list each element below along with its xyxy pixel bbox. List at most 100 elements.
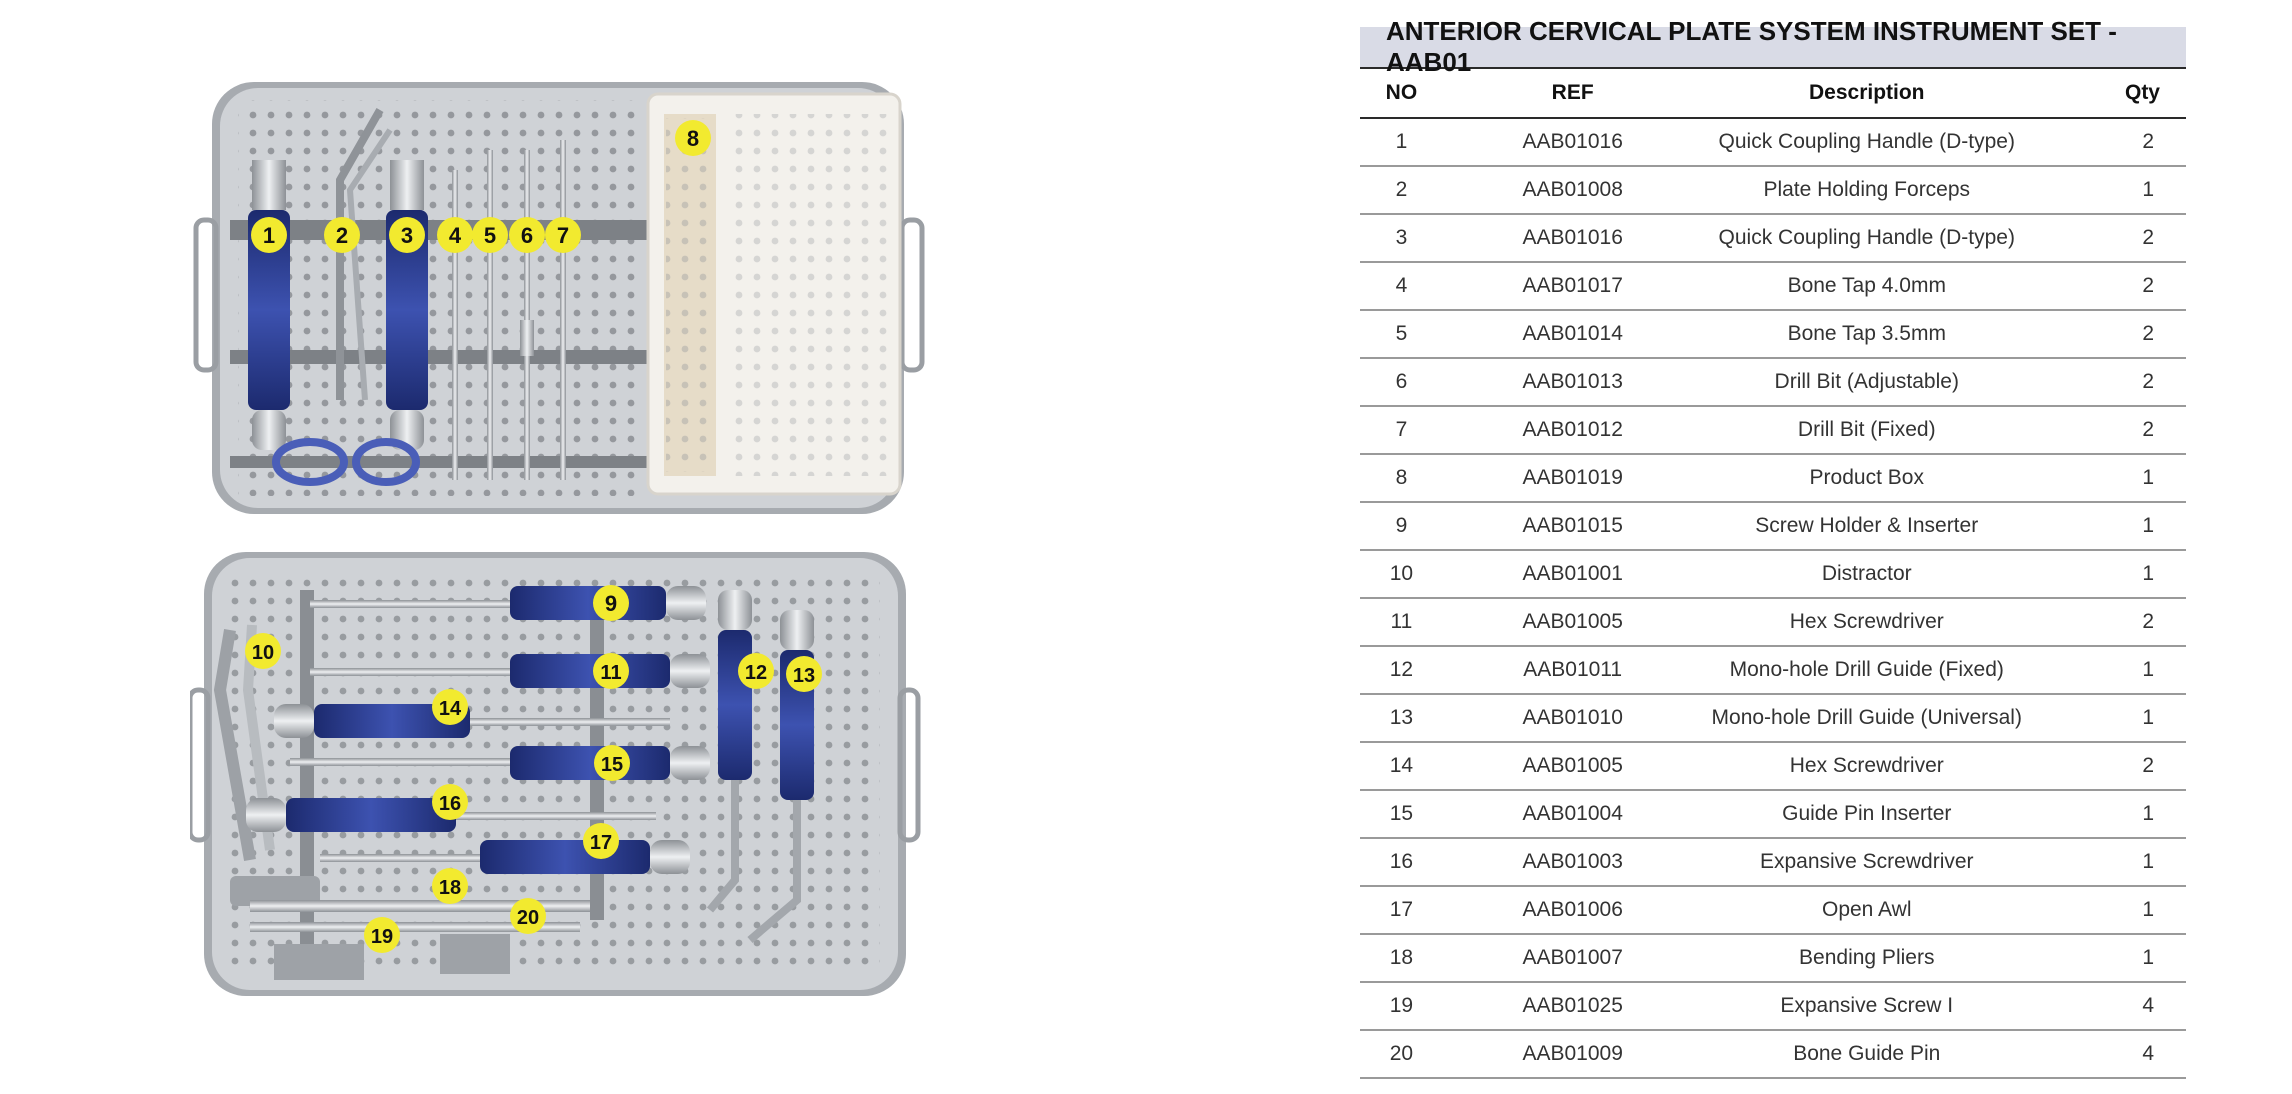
header-description: Description xyxy=(1702,69,2031,119)
cell-qty: 4 xyxy=(2030,982,2186,1031)
svg-text:13: 13 xyxy=(793,665,815,687)
cell-no: 4 xyxy=(1360,262,1443,311)
cell-qty: 1 xyxy=(2030,454,2186,503)
cell-qty: 1 xyxy=(2030,646,2186,695)
cell-ref: AAB01016 xyxy=(1442,118,1703,167)
cell-qty: 4 xyxy=(2030,1030,2186,1079)
cell-ref: AAB01017 xyxy=(1442,262,1703,311)
badge-16: 16 xyxy=(432,784,468,820)
cell-no: 3 xyxy=(1360,214,1443,263)
header-no: NO xyxy=(1360,69,1443,119)
cell-description: Mono-hole Drill Guide (Fixed) xyxy=(1702,646,2031,695)
cell-ref: AAB01005 xyxy=(1442,742,1703,791)
badge-15: 15 xyxy=(594,745,630,781)
svg-text:9: 9 xyxy=(605,591,617,616)
svg-text:3: 3 xyxy=(401,223,413,248)
instrument-set-photo: 1 2 3 4 5 6 7 8 xyxy=(190,82,925,996)
cell-description: Open Awl xyxy=(1702,886,2031,935)
svg-text:1: 1 xyxy=(263,223,275,248)
badge-11: 11 xyxy=(593,653,629,689)
svg-text:2: 2 xyxy=(336,223,348,248)
table-header-row: NO REF Description Qty xyxy=(1360,69,2186,119)
cell-ref: AAB01019 xyxy=(1442,454,1703,503)
badge-8: 8 xyxy=(675,120,711,156)
cell-ref: AAB01011 xyxy=(1442,646,1703,695)
cell-qty: 2 xyxy=(2030,358,2186,407)
cell-ref: AAB01007 xyxy=(1442,934,1703,983)
cell-ref: AAB01014 xyxy=(1442,310,1703,359)
cell-description: Bending Pliers xyxy=(1702,934,2031,983)
lower-tray: 9 10 11 12 13 14 15 16 17 18 19 20 xyxy=(190,552,921,996)
cell-qty: 1 xyxy=(2030,790,2186,839)
cell-description: Quick Coupling Handle (D-type) xyxy=(1702,118,2031,167)
svg-text:14: 14 xyxy=(439,698,462,720)
cell-ref: AAB01025 xyxy=(1442,982,1703,1031)
cell-qty: 2 xyxy=(2030,598,2186,647)
cell-qty: 2 xyxy=(2030,262,2186,311)
svg-text:11: 11 xyxy=(600,662,621,684)
badge-6: 6 xyxy=(509,217,545,253)
badge-9: 9 xyxy=(593,585,629,621)
cell-no: 13 xyxy=(1360,694,1443,743)
cell-no: 8 xyxy=(1360,454,1443,503)
cell-qty: 2 xyxy=(2030,310,2186,359)
svg-text:16: 16 xyxy=(439,793,461,815)
cell-description: Hex Screwdriver xyxy=(1702,598,2031,647)
cell-description: Plate Holding Forceps xyxy=(1702,166,2031,215)
header-ref: REF xyxy=(1442,69,1703,119)
cell-no: 15 xyxy=(1360,790,1443,839)
cell-description: Drill Bit (Adjustable) xyxy=(1702,358,2031,407)
badge-7: 7 xyxy=(545,217,581,253)
svg-text:5: 5 xyxy=(484,223,496,248)
cell-ref: AAB01012 xyxy=(1442,406,1703,455)
cell-qty: 1 xyxy=(2030,694,2186,743)
cell-ref: AAB01004 xyxy=(1442,790,1703,839)
cell-no: 17 xyxy=(1360,886,1443,935)
badge-3: 3 xyxy=(389,217,425,253)
cell-qty: 1 xyxy=(2030,502,2186,551)
cell-no: 18 xyxy=(1360,934,1443,983)
cell-qty: 1 xyxy=(2030,166,2186,215)
svg-text:18: 18 xyxy=(439,877,461,899)
badge-1: 1 xyxy=(251,217,287,253)
cell-ref: AAB01015 xyxy=(1442,502,1703,551)
cell-description: Mono-hole Drill Guide (Universal) xyxy=(1702,694,2031,743)
svg-text:15: 15 xyxy=(601,754,623,776)
table-title: ANTERIOR CERVICAL PLATE SYSTEM INSTRUMEN… xyxy=(1360,16,2186,77)
cell-description: Bone Guide Pin xyxy=(1702,1030,2031,1079)
cell-description: Quick Coupling Handle (D-type) xyxy=(1702,214,2031,263)
badge-17: 17 xyxy=(583,823,619,859)
cell-ref: AAB01013 xyxy=(1442,358,1703,407)
cell-qty: 2 xyxy=(2030,406,2186,455)
svg-text:6: 6 xyxy=(521,223,533,248)
cell-description: Guide Pin Inserter xyxy=(1702,790,2031,839)
upper-tray: 1 2 3 4 5 6 7 8 xyxy=(193,82,925,514)
svg-text:20: 20 xyxy=(517,907,539,929)
cell-ref: AAB01016 xyxy=(1442,214,1703,263)
badge-14: 14 xyxy=(432,689,468,725)
cell-ref: AAB01005 xyxy=(1442,598,1703,647)
badge-5: 5 xyxy=(472,217,508,253)
cell-no: 14 xyxy=(1360,742,1443,791)
cell-ref: AAB01001 xyxy=(1442,550,1703,599)
cell-qty: 1 xyxy=(2030,934,2186,983)
cell-no: 19 xyxy=(1360,982,1443,1031)
cell-description: Drill Bit (Fixed) xyxy=(1702,406,2031,455)
svg-text:10: 10 xyxy=(252,642,274,664)
cell-qty: 1 xyxy=(2030,886,2186,935)
cell-qty: 2 xyxy=(2030,118,2186,167)
badge-18: 18 xyxy=(432,868,468,904)
